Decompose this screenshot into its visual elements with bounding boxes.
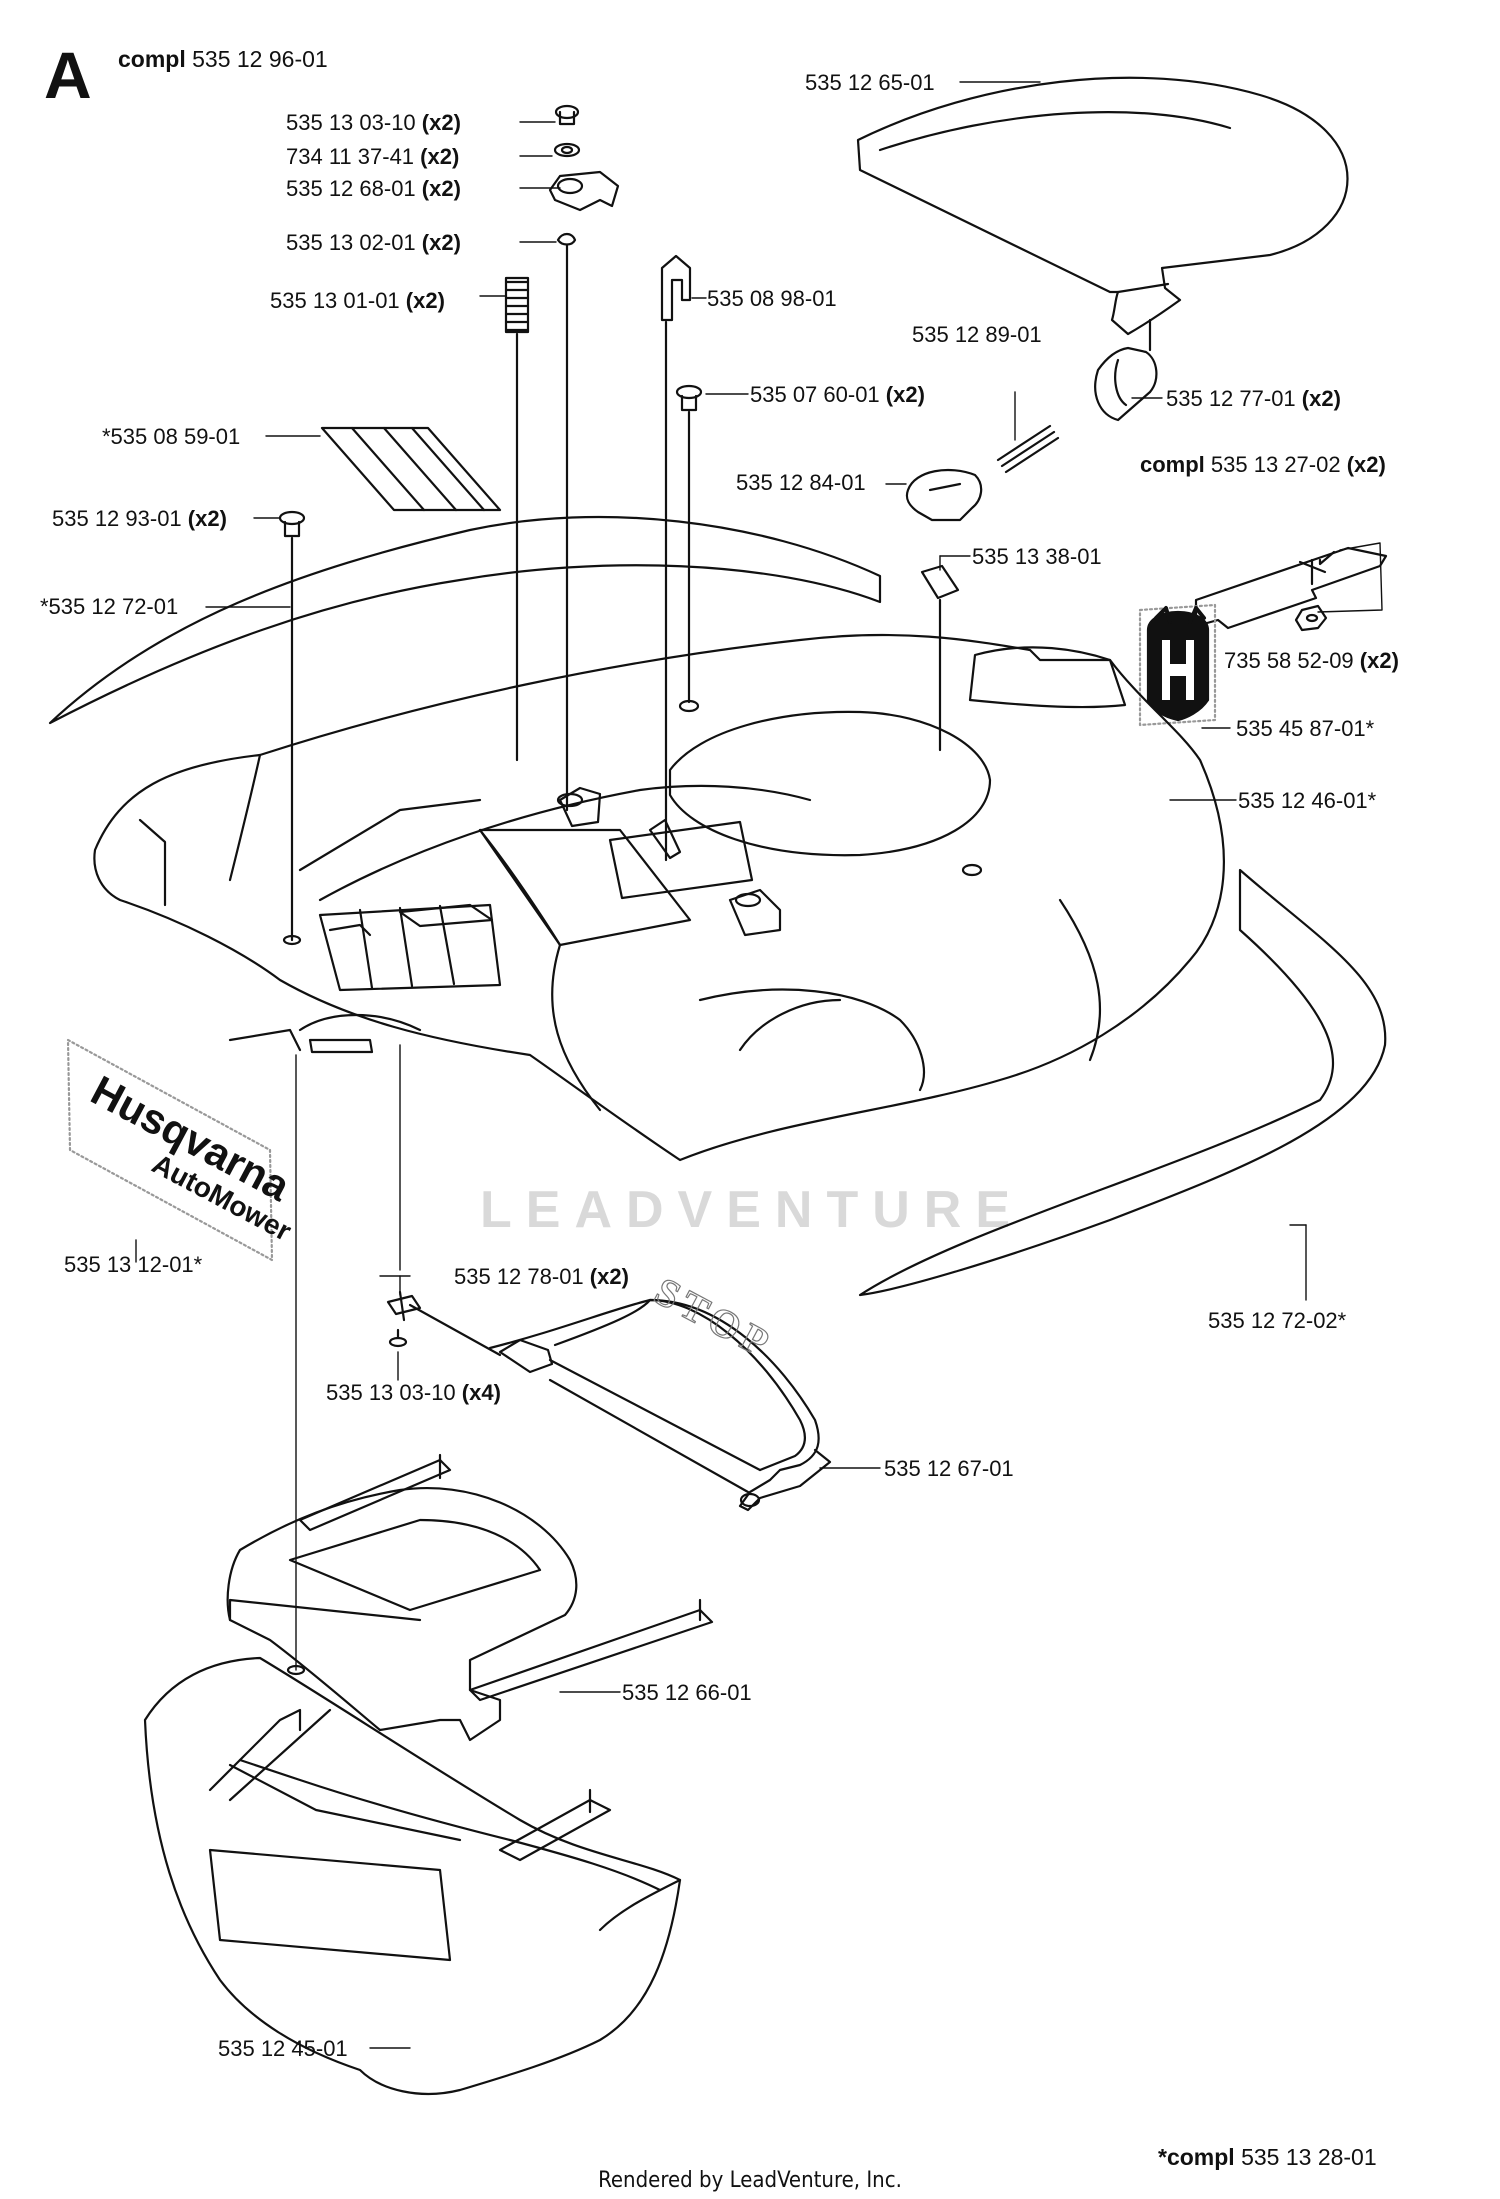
callout-p20: 535 13 12-01* [64,1252,203,1277]
callout-p11: *535 08 59-01 [102,424,241,449]
husqvarna-decal-part [66,1038,274,1263]
stop-panel-part [488,1298,832,1512]
callout-p6: 535 13 01-01 (x2) [270,288,445,313]
h-logo-decal-part [1138,603,1217,727]
callout-p13: compl 535 13 27-02 (x2) [1140,452,1386,477]
watermark: LEADVENTURE [480,1181,1025,1239]
callout-p2: 535 13 03-10 (x2) [286,110,461,135]
callout-p25: 535 12 66-01 [622,1680,752,1705]
callout-p9: 535 07 60-01 (x2) [750,382,925,407]
callout-p24: 535 12 67-01 [884,1456,1014,1481]
callout-p8: 535 12 89-01 [912,322,1042,347]
small-spring-part [996,391,1060,474]
callout-p23: 535 13 03-10 (x4) [326,1380,501,1405]
callout-p16: *535 12 72-01 [40,594,179,619]
knob-part [905,468,983,522]
callout-p3: 734 11 37-41 (x2) [286,144,460,169]
sheet-letter: A [44,38,92,112]
assembly-number: compl 535 12 96-01 [118,46,328,72]
screw-stack-part [548,104,620,812]
slot-part [308,1038,374,1054]
front-bumper-part [143,1656,682,2096]
callout-p18: 535 45 87-01* [1236,716,1375,741]
sensor-plate-part [1194,542,1388,630]
callout-p17: 735 58 52-09 (x2) [1224,648,1399,673]
callout-p10: 535 12 77-01 (x2) [1166,386,1341,411]
top-lid-part [856,76,1349,336]
callout-p19: 535 12 46-01* [1238,788,1377,813]
left-trim-part [48,515,882,725]
hinge-latch-part [1094,318,1158,422]
callout-p21: 535 12 78-01 (x2) [454,1264,629,1289]
footnote: *compl 535 13 28-01 [1158,2144,1377,2170]
cover-part [226,1453,714,1742]
right-trim-part [858,868,1387,1297]
left-screw-part [278,510,306,942]
clip-part [660,254,692,862]
stop-text: STOP [647,1268,781,1368]
callout-p15: 535 13 38-01 [972,544,1102,569]
callout-p22: 535 12 72-02* [1208,1308,1347,1333]
callout-p12: 535 12 84-01 [736,470,866,495]
leader-lines [205,81,1307,2049]
decal-strip-part [320,426,502,512]
callout-p7: 535 08 98-01 [707,286,837,311]
callout-p5: 535 13 02-01 (x2) [286,230,461,255]
hinge-pin-part [386,1290,502,1357]
callout-p14: 535 12 93-01 (x2) [52,506,227,531]
spring-part [504,276,530,762]
bracket-part [920,564,960,752]
render-credit: Rendered by LeadVenture, Inc. [598,2168,902,2193]
callout-p1: 535 12 65-01 [805,70,935,95]
nut-part [1294,604,1328,632]
main-body-part [93,633,1225,1162]
callout-p26: 535 12 45-01 [218,2036,348,2061]
callout-p4: 535 12 68-01 (x2) [286,176,461,201]
